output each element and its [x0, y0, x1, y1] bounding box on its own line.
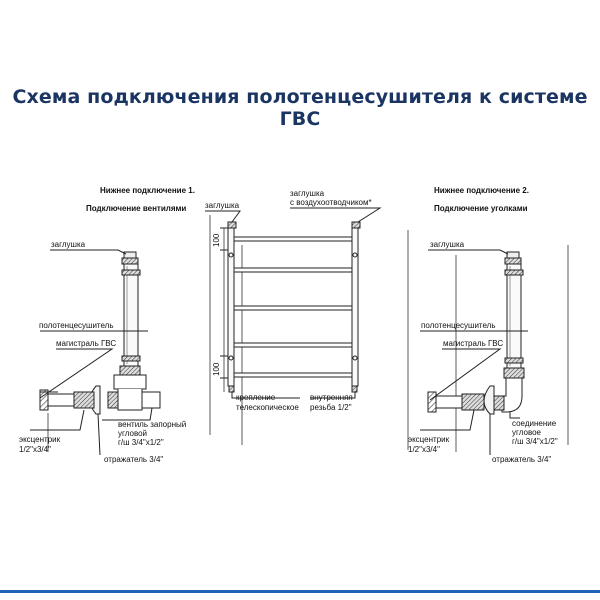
right-label-plug: заглушка — [430, 240, 465, 249]
center-label-vent-1: заглушка — [290, 189, 325, 198]
left-label-plug: заглушка — [51, 240, 86, 249]
dryer-left-rail — [227, 227, 235, 387]
center-leader-thread — [310, 392, 356, 399]
left-label-main: магистраль ГВС — [56, 339, 116, 348]
right-label-joint-1: соединение — [512, 419, 557, 428]
dryer-crossbar-4 — [233, 342, 353, 348]
dryer-crossbar-2 — [233, 267, 353, 273]
center-plug-icon — [227, 221, 237, 229]
left-leader-eccentric — [30, 409, 85, 431]
right-eccentric-icon — [461, 393, 485, 411]
dryer-crossbar-1 — [233, 236, 353, 242]
right-reflector-icon — [483, 385, 495, 415]
left-label-eccentric-2: 1/2"x3/4" — [19, 445, 51, 454]
right-dryer-pipe — [506, 263, 522, 369]
left-plug-icon — [123, 251, 137, 259]
page-title: Схема подключения полотенцесушителя к си… — [12, 86, 588, 130]
right-scheme: Нижнее подключение 2. Подключение уголка… — [407, 186, 569, 455]
right-plug-icon — [506, 251, 520, 259]
right-joint-icon — [503, 367, 525, 379]
left-label-reflector: отражатель 3/4" — [104, 455, 163, 464]
left-label-valve-1: вентиль запорный — [118, 420, 186, 429]
right-leader-plug — [428, 249, 509, 255]
footer-line — [0, 590, 600, 593]
left-eccentric-icon — [73, 391, 95, 409]
dryer-crossbar-5 — [233, 372, 353, 378]
left-leader-main — [39, 348, 114, 399]
right-label-reflector: отражатель 3/4" — [492, 455, 551, 464]
dryer-crossbar-3 — [233, 305, 353, 311]
right-label-dryer: полотенцесушитель — [421, 321, 496, 330]
right-label-eccentric-2: 1/2"x3/4" — [408, 445, 440, 454]
center-scheme — [205, 207, 382, 399]
right-leader-joint — [509, 412, 520, 419]
center-label-thread-1: внутренняя — [310, 393, 353, 402]
right-label-joint-3: г/ш 3/4"x1/2" — [512, 437, 558, 446]
center-label-vent-2: с воздухоотводчиком* — [290, 198, 372, 207]
left-label-dryer: полотенцесушитель — [39, 321, 114, 330]
right-label-main: магистраль ГВС — [443, 339, 503, 348]
right-label-eccentric-1: эксцентрик — [408, 435, 450, 444]
left-heading-2: Подключение вентилями — [86, 204, 186, 213]
left-label-eccentric-1: эксцентрик — [19, 435, 61, 444]
right-label-joint-2: угловое — [512, 428, 542, 437]
center-vent-plug-icon — [351, 221, 361, 229]
left-label-valve-3: г/ш 3/4"x1/2" — [118, 438, 164, 447]
right-heading-2: Подключение уголками — [434, 204, 528, 213]
right-labels: заглушка полотенцесушитель магистраль ГВ… — [408, 240, 558, 464]
left-labels: заглушка полотенцесушитель магистраль ГВ… — [19, 240, 186, 464]
right-heading-1: Нижнее подключение 2. — [434, 186, 529, 195]
center-dim-top: 100 — [212, 233, 221, 247]
center-labels: заглушка заглушка с воздухоотводчиком* 1… — [205, 189, 372, 412]
left-heading-1: Нижнее подключение 1. — [100, 186, 195, 195]
center-label-thread-2: резьба 1/2" — [310, 403, 352, 412]
left-label-valve-2: угловой — [118, 429, 147, 438]
left-dryer-pipe — [123, 263, 139, 367]
center-leader-plug — [205, 210, 241, 223]
center-label-mount-2: телескопическое — [236, 403, 299, 412]
center-leader-mount — [231, 392, 300, 399]
dryer-right-rail — [351, 227, 359, 387]
center-dim-bottom: 100 — [212, 362, 221, 376]
left-leader-valve — [102, 407, 153, 421]
center-leader-vent — [290, 207, 382, 223]
center-label-mount-1: крепление — [236, 393, 276, 402]
left-leader-reflector — [97, 413, 101, 456]
left-leader-plug — [50, 249, 127, 255]
right-leader-eccentric — [420, 409, 475, 431]
left-valve-icon — [119, 365, 141, 376]
right-leader-main — [429, 348, 502, 401]
left-scheme: Нижнее подключение 1. Подключение вентил… — [30, 186, 243, 456]
center-label-plug: заглушка — [205, 201, 240, 210]
